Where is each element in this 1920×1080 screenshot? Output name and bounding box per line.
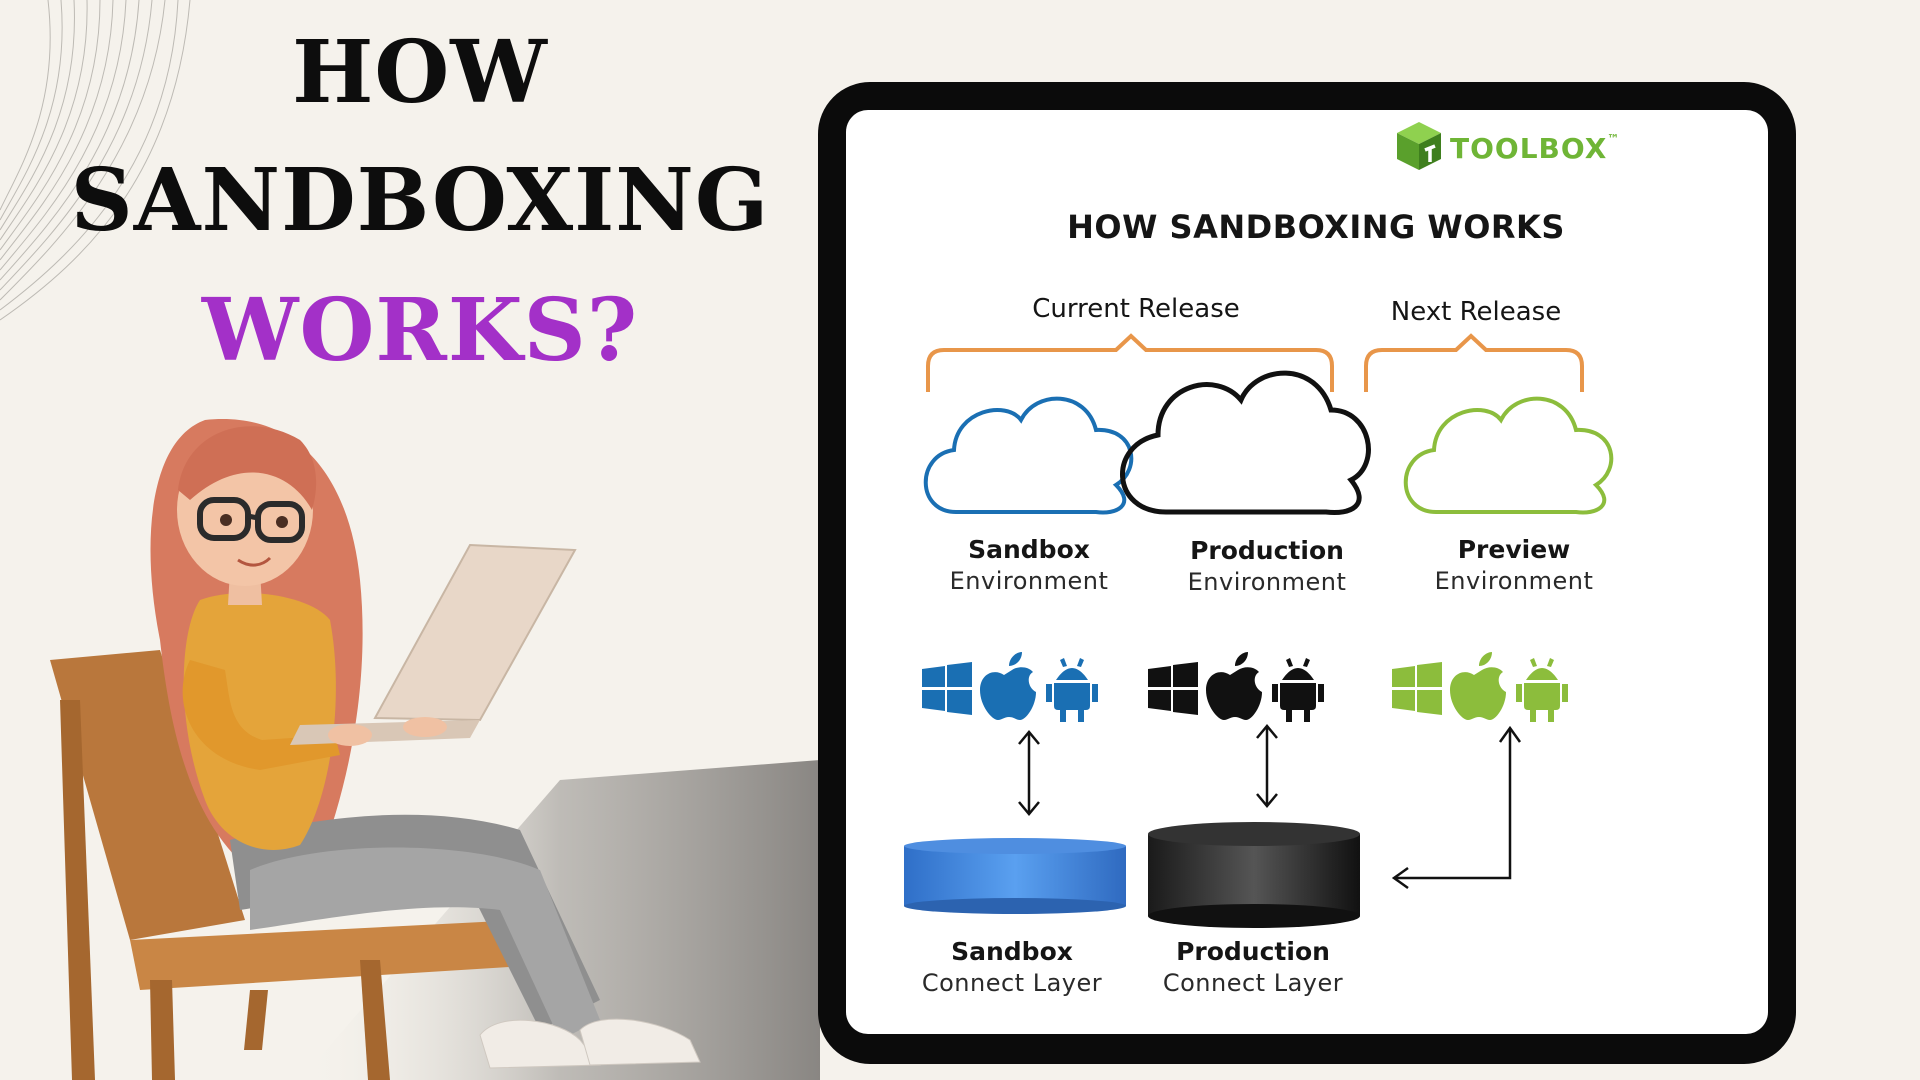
apple-icon: [1206, 652, 1262, 720]
sandbox-connect-layer-cylinder: [904, 838, 1126, 914]
bracket-current-release: [926, 333, 1334, 392]
windows-icon: [922, 662, 972, 715]
preview-cloud-icon: [1403, 396, 1614, 515]
preview-connector-arrow: [1391, 725, 1522, 890]
sandbox-bidirectional-arrow: [1018, 730, 1040, 816]
apple-icon: [980, 652, 1036, 720]
production-environment-subtitle: Environment: [1187, 568, 1347, 596]
preview-environment-name: Preview: [1457, 535, 1571, 564]
bracket-next-release: [1364, 333, 1584, 392]
group-label-next-release: Next Release: [1390, 297, 1562, 327]
sandbox-layer-subtitle: Connect Layer: [921, 969, 1103, 997]
apple-icon: [1450, 652, 1506, 720]
production-cloud-icon: [1120, 370, 1371, 516]
android-icon: [1272, 658, 1324, 722]
diagram-title: HOW SANDBOXING WORKS: [1067, 208, 1565, 246]
headline-line-2: SANDBOXING: [70, 150, 770, 251]
production-bidirectional-arrow: [1256, 724, 1278, 808]
preview-platform-icons: [1392, 652, 1568, 722]
group-label-current-release: Current Release: [1032, 294, 1240, 324]
production-platform-icons: [1148, 652, 1324, 722]
sandbox-environment-name: Sandbox: [968, 535, 1090, 564]
windows-icon: [1148, 662, 1198, 715]
woman-with-laptop-illustration: [50, 419, 820, 1080]
brand-name-text: TOOLBOX: [1450, 132, 1608, 165]
preview-environment-subtitle: Environment: [1434, 567, 1594, 595]
android-icon: [1046, 658, 1098, 722]
sandbox-environment-subtitle: Environment: [949, 567, 1109, 595]
headline-line-3: WORKS?: [201, 280, 639, 381]
sandbox-layer-name: Sandbox: [951, 937, 1073, 966]
toolbox-cube-icon: [1397, 122, 1441, 170]
headline-line-1: HOW: [292, 22, 548, 123]
decorative-wave-lines: [0, 0, 191, 321]
android-icon: [1516, 658, 1568, 722]
sandbox-platform-icons: [922, 652, 1098, 722]
production-connect-layer-cylinder: [1148, 822, 1360, 928]
sandbox-cloud-icon: [923, 396, 1134, 515]
diagram-graphics: [904, 333, 1614, 928]
brand-name: TOOLBOX™: [1450, 132, 1620, 165]
production-layer-name: Production: [1176, 937, 1330, 966]
brand-trademark: ™: [1607, 132, 1621, 146]
production-environment-name: Production: [1190, 536, 1344, 565]
diagram-screen: TOOLBOX™ HOW SANDBOXING WORKS Current Re…: [846, 110, 1768, 1034]
tablet-frame: TOOLBOX™ HOW SANDBOXING WORKS Current Re…: [818, 82, 1796, 1064]
windows-icon: [1392, 662, 1442, 715]
production-layer-subtitle: Connect Layer: [1162, 969, 1344, 997]
